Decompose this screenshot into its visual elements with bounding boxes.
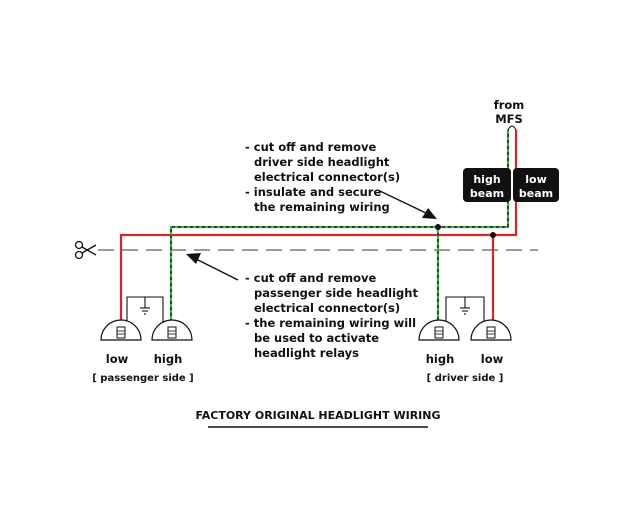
source-label-1: from bbox=[494, 98, 525, 112]
svg-text:driver side headlight: driver side headlight bbox=[254, 155, 390, 169]
high-beam-junction bbox=[435, 224, 441, 230]
passenger-high-lamp bbox=[151, 319, 193, 341]
driver-high-label: high bbox=[426, 352, 455, 366]
driver-ground bbox=[445, 296, 485, 322]
low-beam-junction bbox=[490, 232, 496, 238]
low-beam-label-1: low bbox=[525, 173, 547, 186]
passenger-ground bbox=[126, 296, 164, 322]
driver-low-label: low bbox=[481, 352, 504, 366]
driver-note-arrow bbox=[379, 190, 437, 219]
high-beam-box bbox=[463, 168, 511, 202]
driver-note: - cut off and remove driver side headlig… bbox=[245, 140, 400, 214]
passenger-side-label: [ passenger side ] bbox=[92, 373, 194, 384]
svg-text:electrical connector(s): electrical connector(s) bbox=[254, 170, 400, 184]
driver-high-lamp bbox=[418, 319, 460, 341]
source-label-2: MFS bbox=[495, 112, 523, 126]
svg-text:- the remaining wiring will: - the remaining wiring will bbox=[245, 316, 416, 330]
low-beam-label-2: beam bbox=[519, 187, 553, 200]
svg-text:- cut off and remove: - cut off and remove bbox=[245, 140, 377, 154]
svg-text:headlight relays: headlight relays bbox=[254, 346, 359, 360]
high-beam-label-1: high bbox=[473, 173, 500, 186]
passenger-note: - cut off and remove passenger side head… bbox=[245, 271, 418, 360]
high-beam-label-2: beam bbox=[470, 187, 504, 200]
passenger-high-label: high bbox=[154, 352, 183, 366]
passenger-note-arrow bbox=[186, 253, 239, 281]
svg-text:electrical connector(s): electrical connector(s) bbox=[254, 301, 400, 315]
diagram-title: FACTORY ORIGINAL HEADLIGHT WIRING bbox=[195, 409, 440, 422]
svg-text:passenger side headlight: passenger side headlight bbox=[254, 286, 418, 300]
svg-text:- insulate and secure: - insulate and secure bbox=[245, 185, 381, 199]
low-beam-box bbox=[513, 168, 559, 202]
svg-text:be used to activate: be used to activate bbox=[254, 331, 379, 345]
svg-text:the remaining wiring: the remaining wiring bbox=[254, 200, 390, 214]
svg-text:- cut off and remove: - cut off and remove bbox=[245, 271, 377, 285]
passenger-low-label: low bbox=[106, 352, 129, 366]
scissors-icon bbox=[74, 240, 97, 260]
passenger-low-lamp bbox=[100, 319, 142, 341]
driver-low-lamp bbox=[470, 319, 512, 341]
driver-side-label: [ driver side ] bbox=[427, 373, 504, 384]
